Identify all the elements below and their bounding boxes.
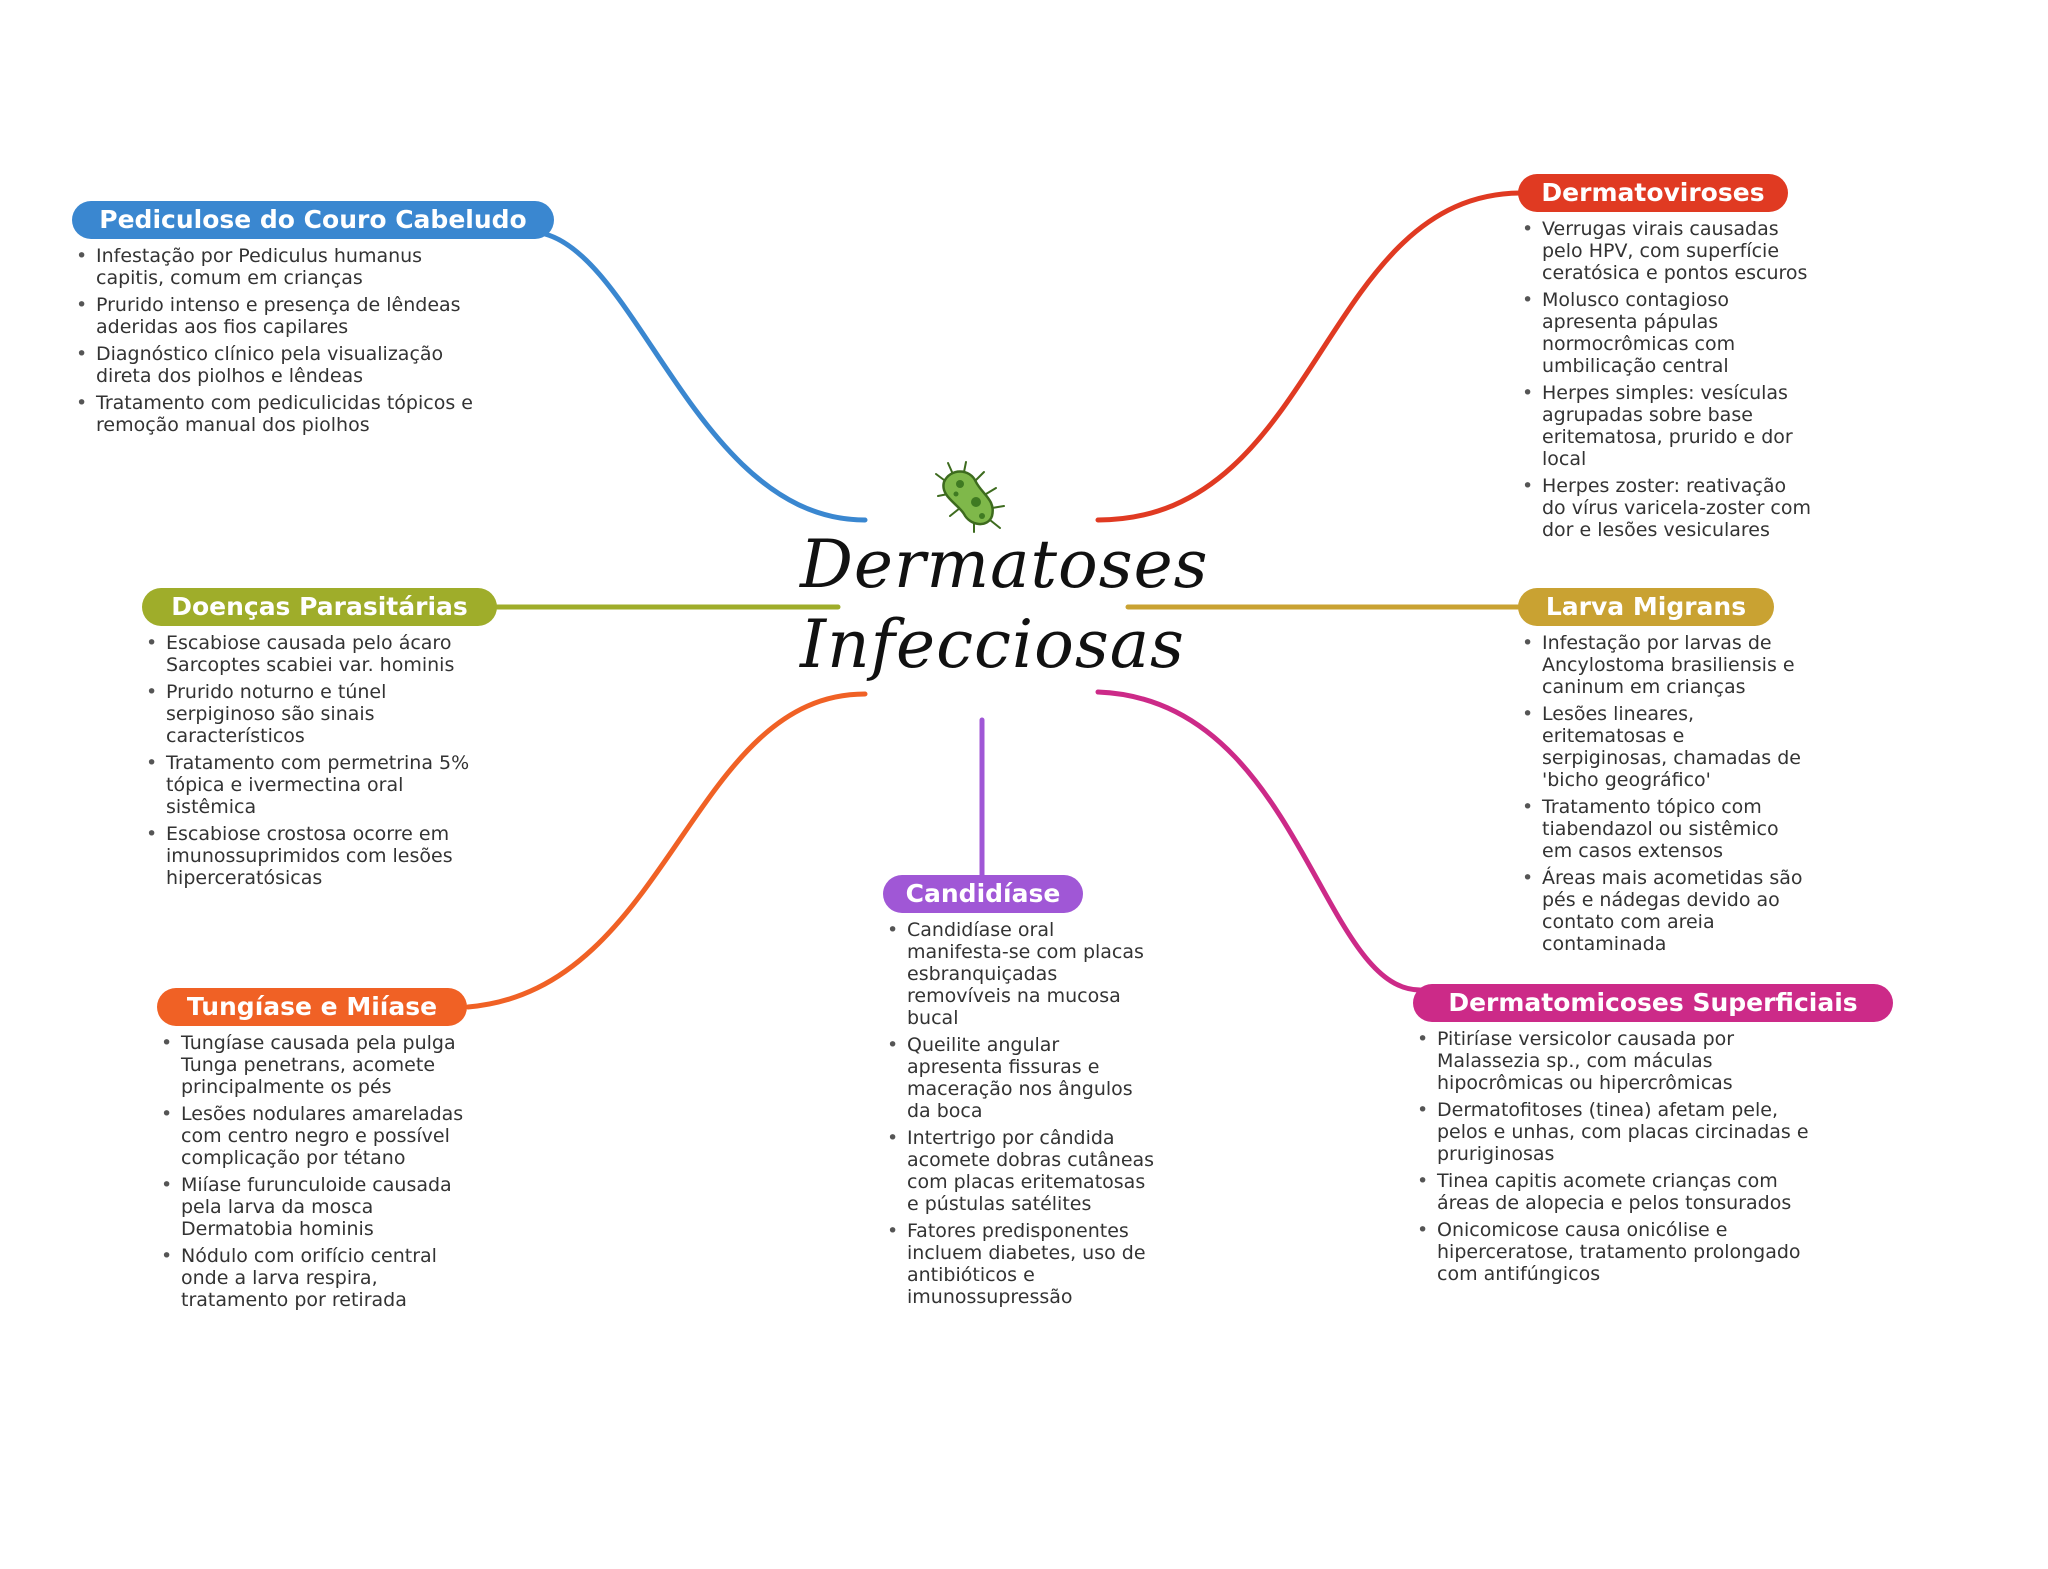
list-item: Onicomicose causa onicólise e hipercerat…	[1413, 1219, 1823, 1285]
connector-pediculose	[542, 231, 868, 523]
topic-dermatoviroses-items: Verrugas virais causadas pelo HPV, com s…	[1518, 218, 1813, 541]
list-item: Queilite angular apresenta fissuras e ma…	[883, 1034, 1158, 1122]
topic-parasitarias-label[interactable]: Doenças Parasitárias	[142, 588, 497, 626]
list-item: Áreas mais acometidas são pés e nádegas …	[1518, 867, 1813, 955]
topic-dermatoviroses: Dermatoviroses Verrugas virais causadas …	[1518, 174, 1818, 546]
topic-dermatoviroses-label[interactable]: Dermatoviroses	[1518, 174, 1788, 212]
topic-dermatomicoses-label[interactable]: Dermatomicoses Superficiais	[1413, 984, 1893, 1022]
topic-tungiase: Tungíase e Miíase Tungíase causada pela …	[157, 988, 497, 1316]
list-item: Candidíase oral manifesta-se com placas …	[883, 919, 1158, 1029]
list-item: Intertrigo por cândida acomete dobras cu…	[883, 1127, 1158, 1215]
list-item: Tratamento com pediculicidas tópicos e r…	[72, 392, 492, 436]
list-item: Tungíase causada pela pulga Tunga penetr…	[157, 1032, 487, 1098]
connector-dermatoviroses	[1095, 190, 1523, 523]
topic-dermatomicoses: Dermatomicoses Superficiais Pitiríase ve…	[1413, 984, 1893, 1290]
list-item: Prurido noturno e túnel serpiginoso são …	[142, 681, 482, 747]
topic-candidiase-items: Candidíase oral manifesta-se com placas …	[883, 919, 1158, 1308]
topic-larva-items: Infestação por larvas de Ancylostoma bra…	[1518, 632, 1813, 955]
central-title: Dermatoses Infecciosas	[800, 525, 1209, 685]
central-title-line1: Dermatoses	[800, 526, 1209, 603]
list-item: Pitiríase versicolor causada por Malasse…	[1413, 1028, 1823, 1094]
connector-tungiase	[465, 691, 868, 1010]
list-item: Tinea capitis acomete crianças com áreas…	[1413, 1170, 1823, 1214]
list-item: Tratamento com permetrina 5% tópica e iv…	[142, 752, 482, 818]
connector-dermatomicoses	[1095, 689, 1423, 993]
topic-pediculose: Pediculose do Couro Cabeludo Infestação …	[72, 201, 554, 441]
list-item: Verrugas virais causadas pelo HPV, com s…	[1518, 218, 1813, 284]
list-item: Herpes simples: vesículas agrupadas sobr…	[1518, 382, 1813, 470]
list-item: Escabiose causada pelo ácaro Sarcoptes s…	[142, 632, 482, 676]
list-item: Fatores predisponentes incluem diabetes,…	[883, 1220, 1158, 1308]
topic-dermatomicoses-items: Pitiríase versicolor causada por Malasse…	[1413, 1028, 1823, 1285]
list-item: Infestação por Pediculus humanus capitis…	[72, 245, 492, 289]
list-item: Prurido intenso e presença de lêndeas ad…	[72, 294, 492, 338]
topic-pediculose-label[interactable]: Pediculose do Couro Cabeludo	[72, 201, 554, 239]
list-item: Nódulo com orifício central onde a larva…	[157, 1245, 487, 1311]
topic-candidiase: Candidíase Candidíase oral manifesta-se …	[883, 875, 1163, 1313]
list-item: Escabiose crostosa ocorre em imunossupri…	[142, 823, 482, 889]
topic-larva: Larva Migrans Infestação por larvas de A…	[1518, 588, 1818, 960]
list-item: Tratamento tópico com tiabendazol ou sis…	[1518, 796, 1813, 862]
list-item: Herpes zoster: reativação do vírus varic…	[1518, 475, 1813, 541]
microbe-icon	[935, 461, 1005, 533]
topic-pediculose-items: Infestação por Pediculus humanus capitis…	[72, 245, 492, 436]
topic-candidiase-label[interactable]: Candidíase	[883, 875, 1083, 913]
topic-parasitarias: Doenças Parasitárias Escabiose causada p…	[142, 588, 502, 894]
list-item: Molusco contagioso apresenta pápulas nor…	[1518, 289, 1813, 377]
topic-tungiase-items: Tungíase causada pela pulga Tunga penetr…	[157, 1032, 487, 1311]
list-item: Lesões lineares, eritematosas e serpigin…	[1518, 703, 1813, 791]
list-item: Diagnóstico clínico pela visualização di…	[72, 343, 492, 387]
list-item: Lesões nodulares amareladas com centro n…	[157, 1103, 487, 1169]
topic-tungiase-label[interactable]: Tungíase e Miíase	[157, 988, 467, 1026]
topic-larva-label[interactable]: Larva Migrans	[1518, 588, 1774, 626]
list-item: Miíase furunculoide causada pela larva d…	[157, 1174, 487, 1240]
topic-parasitarias-items: Escabiose causada pelo ácaro Sarcoptes s…	[142, 632, 482, 889]
list-item: Infestação por larvas de Ancylostoma bra…	[1518, 632, 1813, 698]
list-item: Dermatofitoses (tinea) afetam pele, pelo…	[1413, 1099, 1823, 1165]
central-title-line2: Infecciosas	[800, 606, 1185, 683]
